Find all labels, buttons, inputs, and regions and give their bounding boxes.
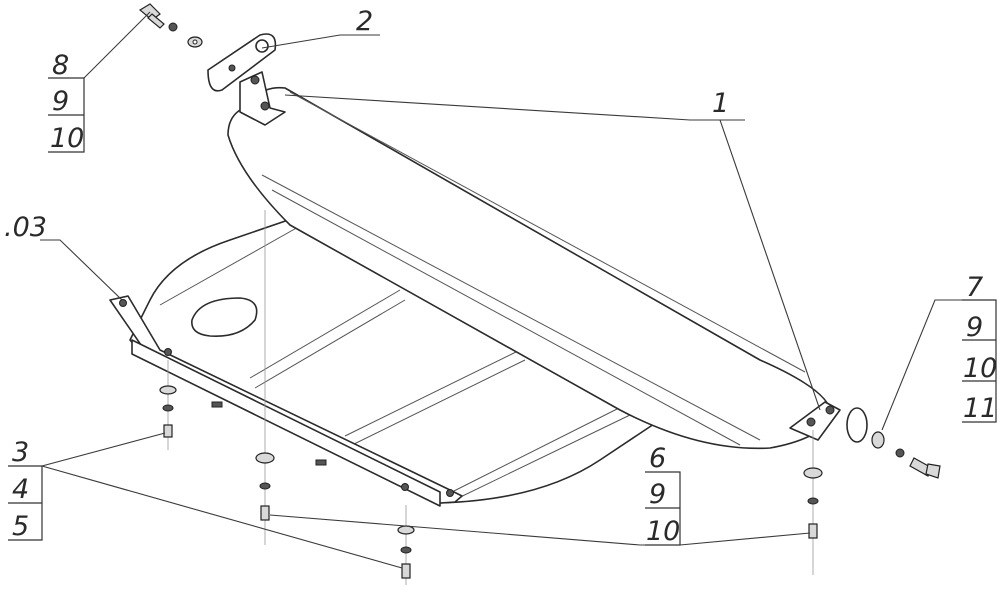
skid-plate-upper — [227, 71, 841, 450]
callout-8: 8 — [52, 50, 69, 81]
bracket-plate — [207, 33, 277, 92]
callout-4: 4 — [12, 474, 29, 505]
callout-10-right: 10 — [963, 353, 997, 384]
callout-6: 6 — [649, 443, 666, 474]
callout-9-top-left: 9 — [52, 86, 69, 117]
oval-opening — [191, 297, 258, 337]
callout-9-right: 9 — [966, 312, 983, 343]
callout-10-bottom-right: 10 — [646, 516, 680, 547]
callout-3: 3 — [12, 437, 29, 468]
hardware-bottom-3 — [397, 505, 415, 585]
skid-plate-lower — [109, 215, 661, 507]
callout-7: 7 — [966, 272, 983, 303]
callout-1: 1 — [712, 88, 729, 119]
callout-2: 2 — [356, 6, 373, 37]
leader-lines — [40, 11, 965, 569]
hardware-bottom-1 — [159, 360, 177, 450]
callout-boxes — [8, 77, 997, 546]
callout-03: .03 — [4, 212, 47, 243]
hardware-bottom-4 — [803, 430, 823, 575]
hardware-right — [846, 407, 941, 479]
hardware-top-left — [138, 3, 203, 48]
callout-11: 11 — [963, 393, 997, 424]
callout-5: 5 — [12, 511, 29, 542]
hardware-bottom-2 — [255, 210, 275, 545]
callout-9-bottom-right: 9 — [649, 479, 666, 510]
callout-10-top-left: 10 — [50, 123, 84, 154]
